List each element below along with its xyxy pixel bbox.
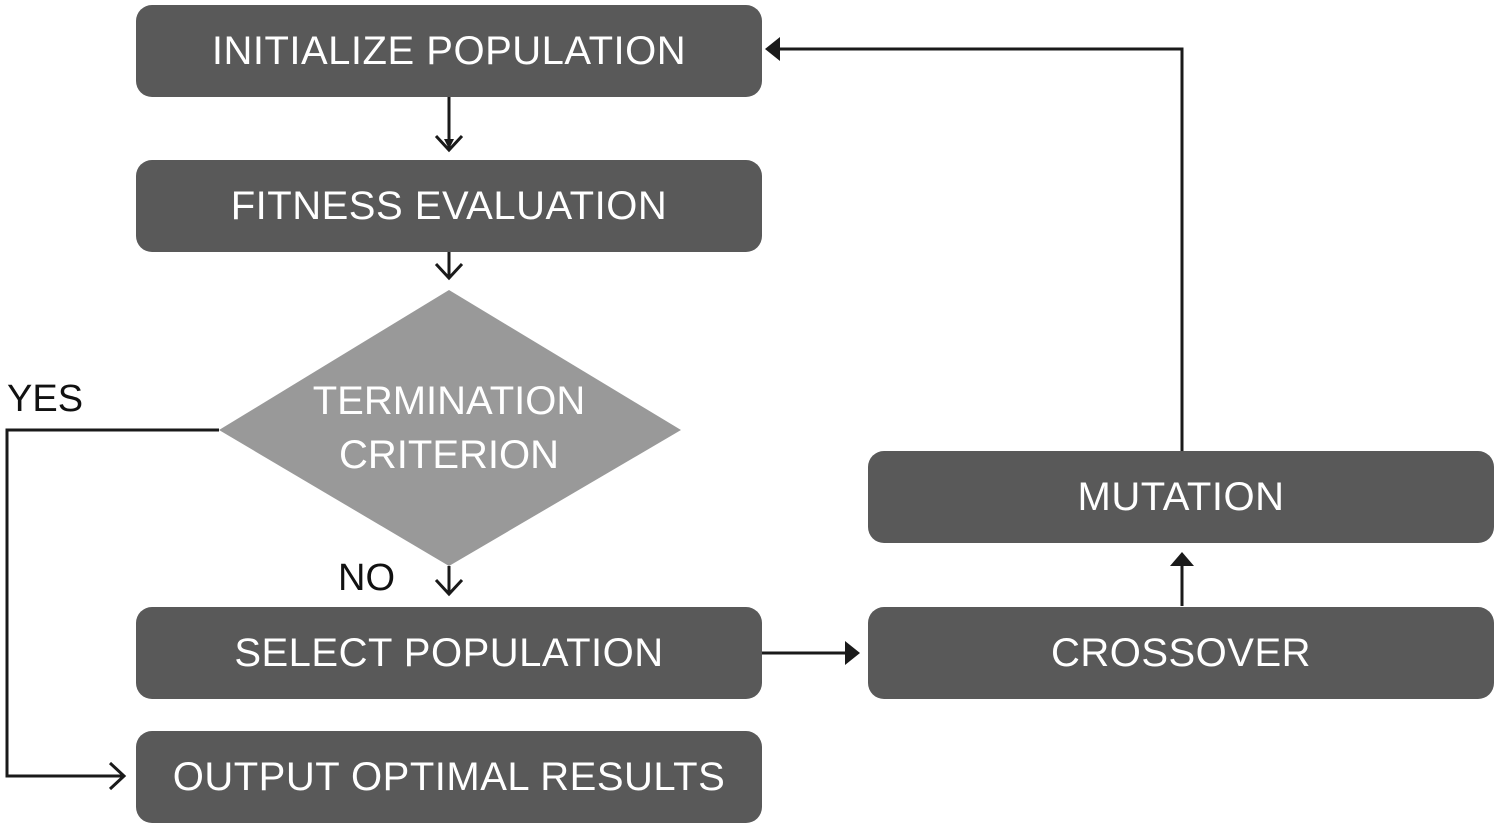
termination-criterion-label: TERMINATION CRITERION	[249, 374, 649, 482]
fitness-evaluation-box: FITNESS EVALUATION	[136, 160, 762, 252]
select-population-box: SELECT POPULATION	[136, 607, 762, 699]
termination-line-2: CRITERION	[339, 433, 559, 477]
fitness-evaluation-label: FITNESS EVALUATION	[230, 183, 668, 228]
termination-diamond	[219, 290, 681, 566]
yes-label: YES	[7, 378, 84, 420]
no-label: NO	[338, 557, 395, 599]
arrow-mutation-to-initialize	[768, 47, 1184, 451]
mutation-box: MUTATION	[868, 451, 1494, 543]
crossover-label: CROSSOVER	[1050, 630, 1312, 675]
arrow-termination-to-output	[5, 428, 219, 778]
initialize-population-box: INITIALIZE POPULATION	[136, 5, 762, 97]
mutation-label: MUTATION	[1077, 474, 1285, 519]
termination-line-1: TERMINATION	[312, 379, 586, 423]
output-optimal-results-box: OUTPUT OPTIMAL RESULTS	[136, 731, 762, 823]
crossover-box: CROSSOVER	[868, 607, 1494, 699]
output-optimal-results-label: OUTPUT OPTIMAL RESULTS	[172, 754, 726, 799]
initialize-population-label: INITIALIZE POPULATION	[211, 28, 687, 73]
select-population-label: SELECT POPULATION	[234, 630, 664, 675]
